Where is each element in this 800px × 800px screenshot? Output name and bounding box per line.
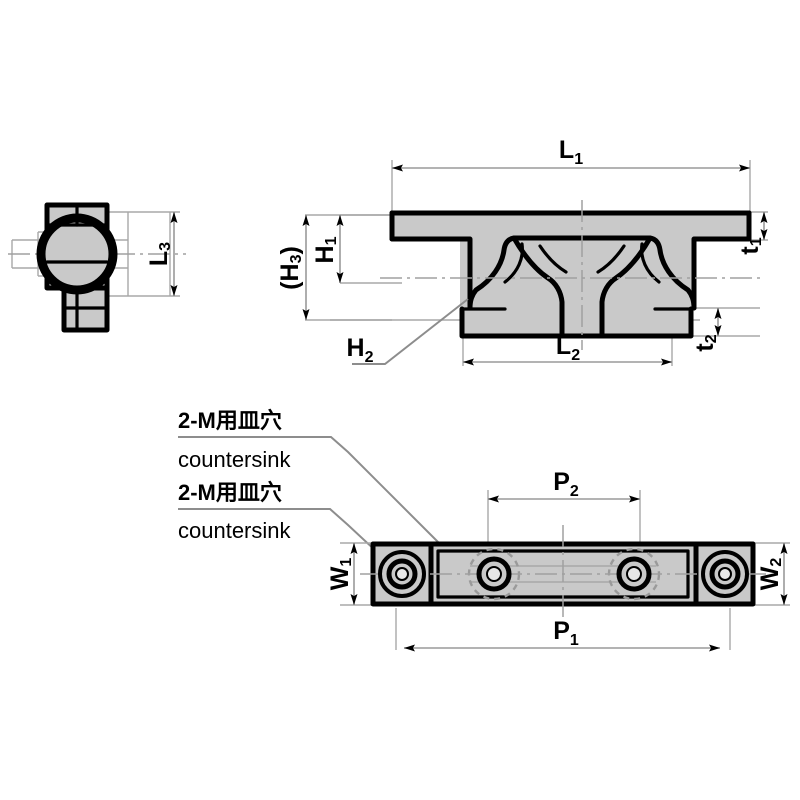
dimension-H2-sub: 2 xyxy=(365,349,374,366)
annotation-note-2-en: countersink xyxy=(178,518,292,543)
dimension-L2-base: L xyxy=(556,332,571,360)
dimension-W1: W1 xyxy=(326,543,358,605)
dimension-t2: t2 xyxy=(691,308,722,352)
end-view: L3 xyxy=(8,202,186,333)
dimension-L1: L1 xyxy=(392,136,750,172)
dimension-t2-sub: 2 xyxy=(703,334,720,343)
annotation-block: 2-M用皿穴 countersink 2-M用皿穴 countersink xyxy=(178,408,449,567)
countersink-hole-outer-right xyxy=(701,550,749,598)
svg-text:t1: t1 xyxy=(736,237,765,254)
dimension-L2: L2 xyxy=(463,332,672,366)
plan-view: W1 W2 P2 P1 xyxy=(326,468,790,652)
svg-text:L1: L1 xyxy=(559,136,583,168)
dimension-P1: P1 xyxy=(404,617,720,652)
svg-text:W2: W2 xyxy=(756,558,785,591)
dimension-P1-base: P xyxy=(553,617,570,645)
dimension-H2-base: H xyxy=(347,334,365,362)
end-view-internal-lines xyxy=(45,203,109,332)
annotation-note-1-jp: 2-M用皿穴 xyxy=(178,408,282,433)
svg-text:H1: H1 xyxy=(311,236,340,263)
section-view-body xyxy=(389,210,752,339)
end-view-bore-circle xyxy=(36,213,118,295)
dimension-t1-base: t xyxy=(736,246,764,255)
dimension-H2: H2 xyxy=(347,298,469,366)
dimension-P1-sub: 1 xyxy=(570,632,579,649)
plan-view-center-lines xyxy=(360,525,766,625)
countersink-hole-outer-left xyxy=(378,550,426,598)
dimension-L2-sub: 2 xyxy=(571,347,580,364)
dimension-t1-sub: 1 xyxy=(748,237,765,246)
svg-text:(H3): (H3) xyxy=(276,246,305,290)
countersink-hole-inner-left xyxy=(476,556,512,592)
svg-text:P1: P1 xyxy=(553,617,579,649)
svg-text:t2: t2 xyxy=(691,334,720,351)
svg-text:L2: L2 xyxy=(556,332,580,364)
section-view: L1 L2 H1 (H3) xyxy=(276,136,768,366)
dimension-P2-base: P xyxy=(553,468,570,496)
dimension-H1-sub: 1 xyxy=(323,236,340,245)
dimension-t1: t1 xyxy=(736,212,768,255)
dimension-L1-sub: 1 xyxy=(574,151,583,168)
annotation-note-2-jp: 2-M用皿穴 xyxy=(178,480,282,505)
dimension-W2-sub: 2 xyxy=(768,558,785,567)
dimension-P2-sub: 2 xyxy=(570,483,579,500)
annotation-note-1-en: countersink xyxy=(178,447,292,472)
svg-text:P2: P2 xyxy=(553,468,579,500)
dimension-H3-close: ) xyxy=(276,246,304,254)
dimension-L3: L3 xyxy=(145,212,178,296)
dimension-H3-open: ( xyxy=(276,281,304,290)
dimension-W1-base: W xyxy=(326,566,354,590)
dimension-H3-sub: 3 xyxy=(288,254,305,263)
dimension-W1-sub: 1 xyxy=(338,558,355,567)
dimension-L3-base: L xyxy=(145,251,173,266)
dimension-L1-base: L xyxy=(559,136,574,164)
dimension-W2-base: W xyxy=(756,566,784,590)
dimension-t2-base: t xyxy=(691,343,719,352)
countersink-hole-inner-right xyxy=(616,556,652,592)
svg-text:W1: W1 xyxy=(326,558,355,591)
dimension-L3-sub: 3 xyxy=(157,242,174,251)
section-view-center-lines xyxy=(380,200,762,350)
annotation-note-2: 2-M用皿穴 countersink xyxy=(178,480,393,567)
dimension-P2: P2 xyxy=(488,468,640,503)
annotation-note-1: 2-M用皿穴 countersink xyxy=(178,408,449,553)
dimension-H1-base: H xyxy=(311,245,339,263)
svg-text:L3: L3 xyxy=(145,242,174,266)
dimension-H1: H1 xyxy=(311,215,344,283)
dimension-H3-base: H xyxy=(276,263,304,281)
dimension-W2: W2 xyxy=(756,543,788,605)
svg-text:H2: H2 xyxy=(347,334,374,366)
dimension-H3: (H3) xyxy=(276,215,310,320)
